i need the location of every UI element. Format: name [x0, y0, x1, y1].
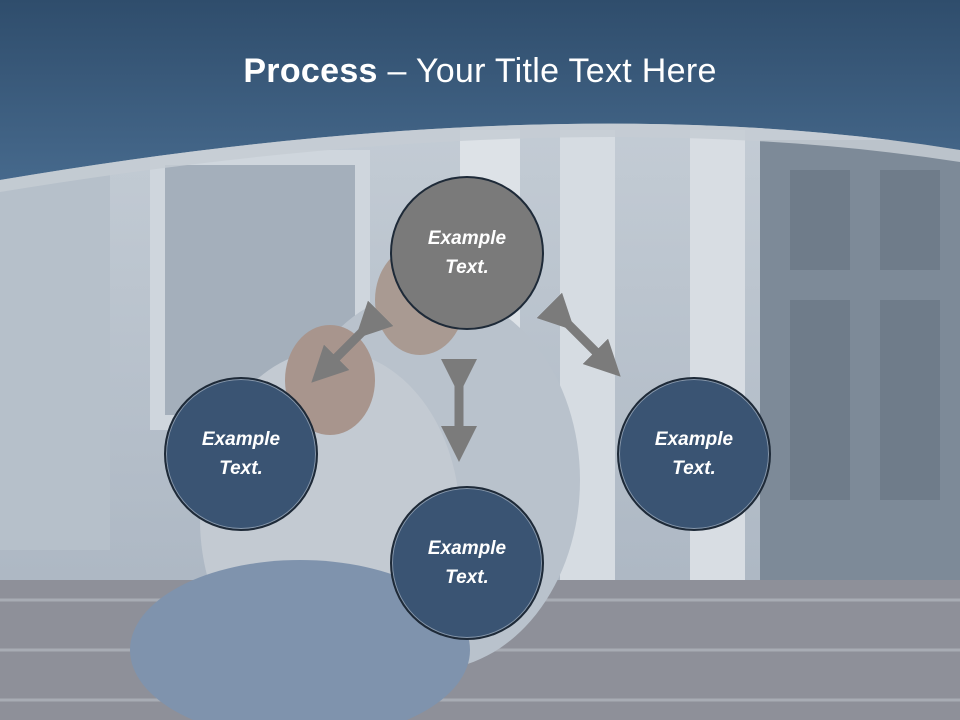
process-node-left: Example Text.: [164, 377, 318, 531]
node-bottom-text: Example Text.: [427, 538, 507, 588]
slide-title: Process – Your Title Text Here: [0, 52, 960, 91]
title-bold: Process: [243, 52, 378, 90]
node-top-text: Example Text.: [427, 228, 507, 278]
title-rest: – Your Title Text Here: [377, 52, 717, 90]
node-left-text: Example Text.: [201, 429, 281, 479]
title-band: [0, 0, 960, 192]
process-node-bottom: Example Text.: [390, 486, 544, 640]
process-node-top: Example Text.: [390, 176, 544, 330]
node-right-text: Example Text.: [654, 429, 734, 479]
process-node-right: Example Text.: [617, 377, 771, 531]
